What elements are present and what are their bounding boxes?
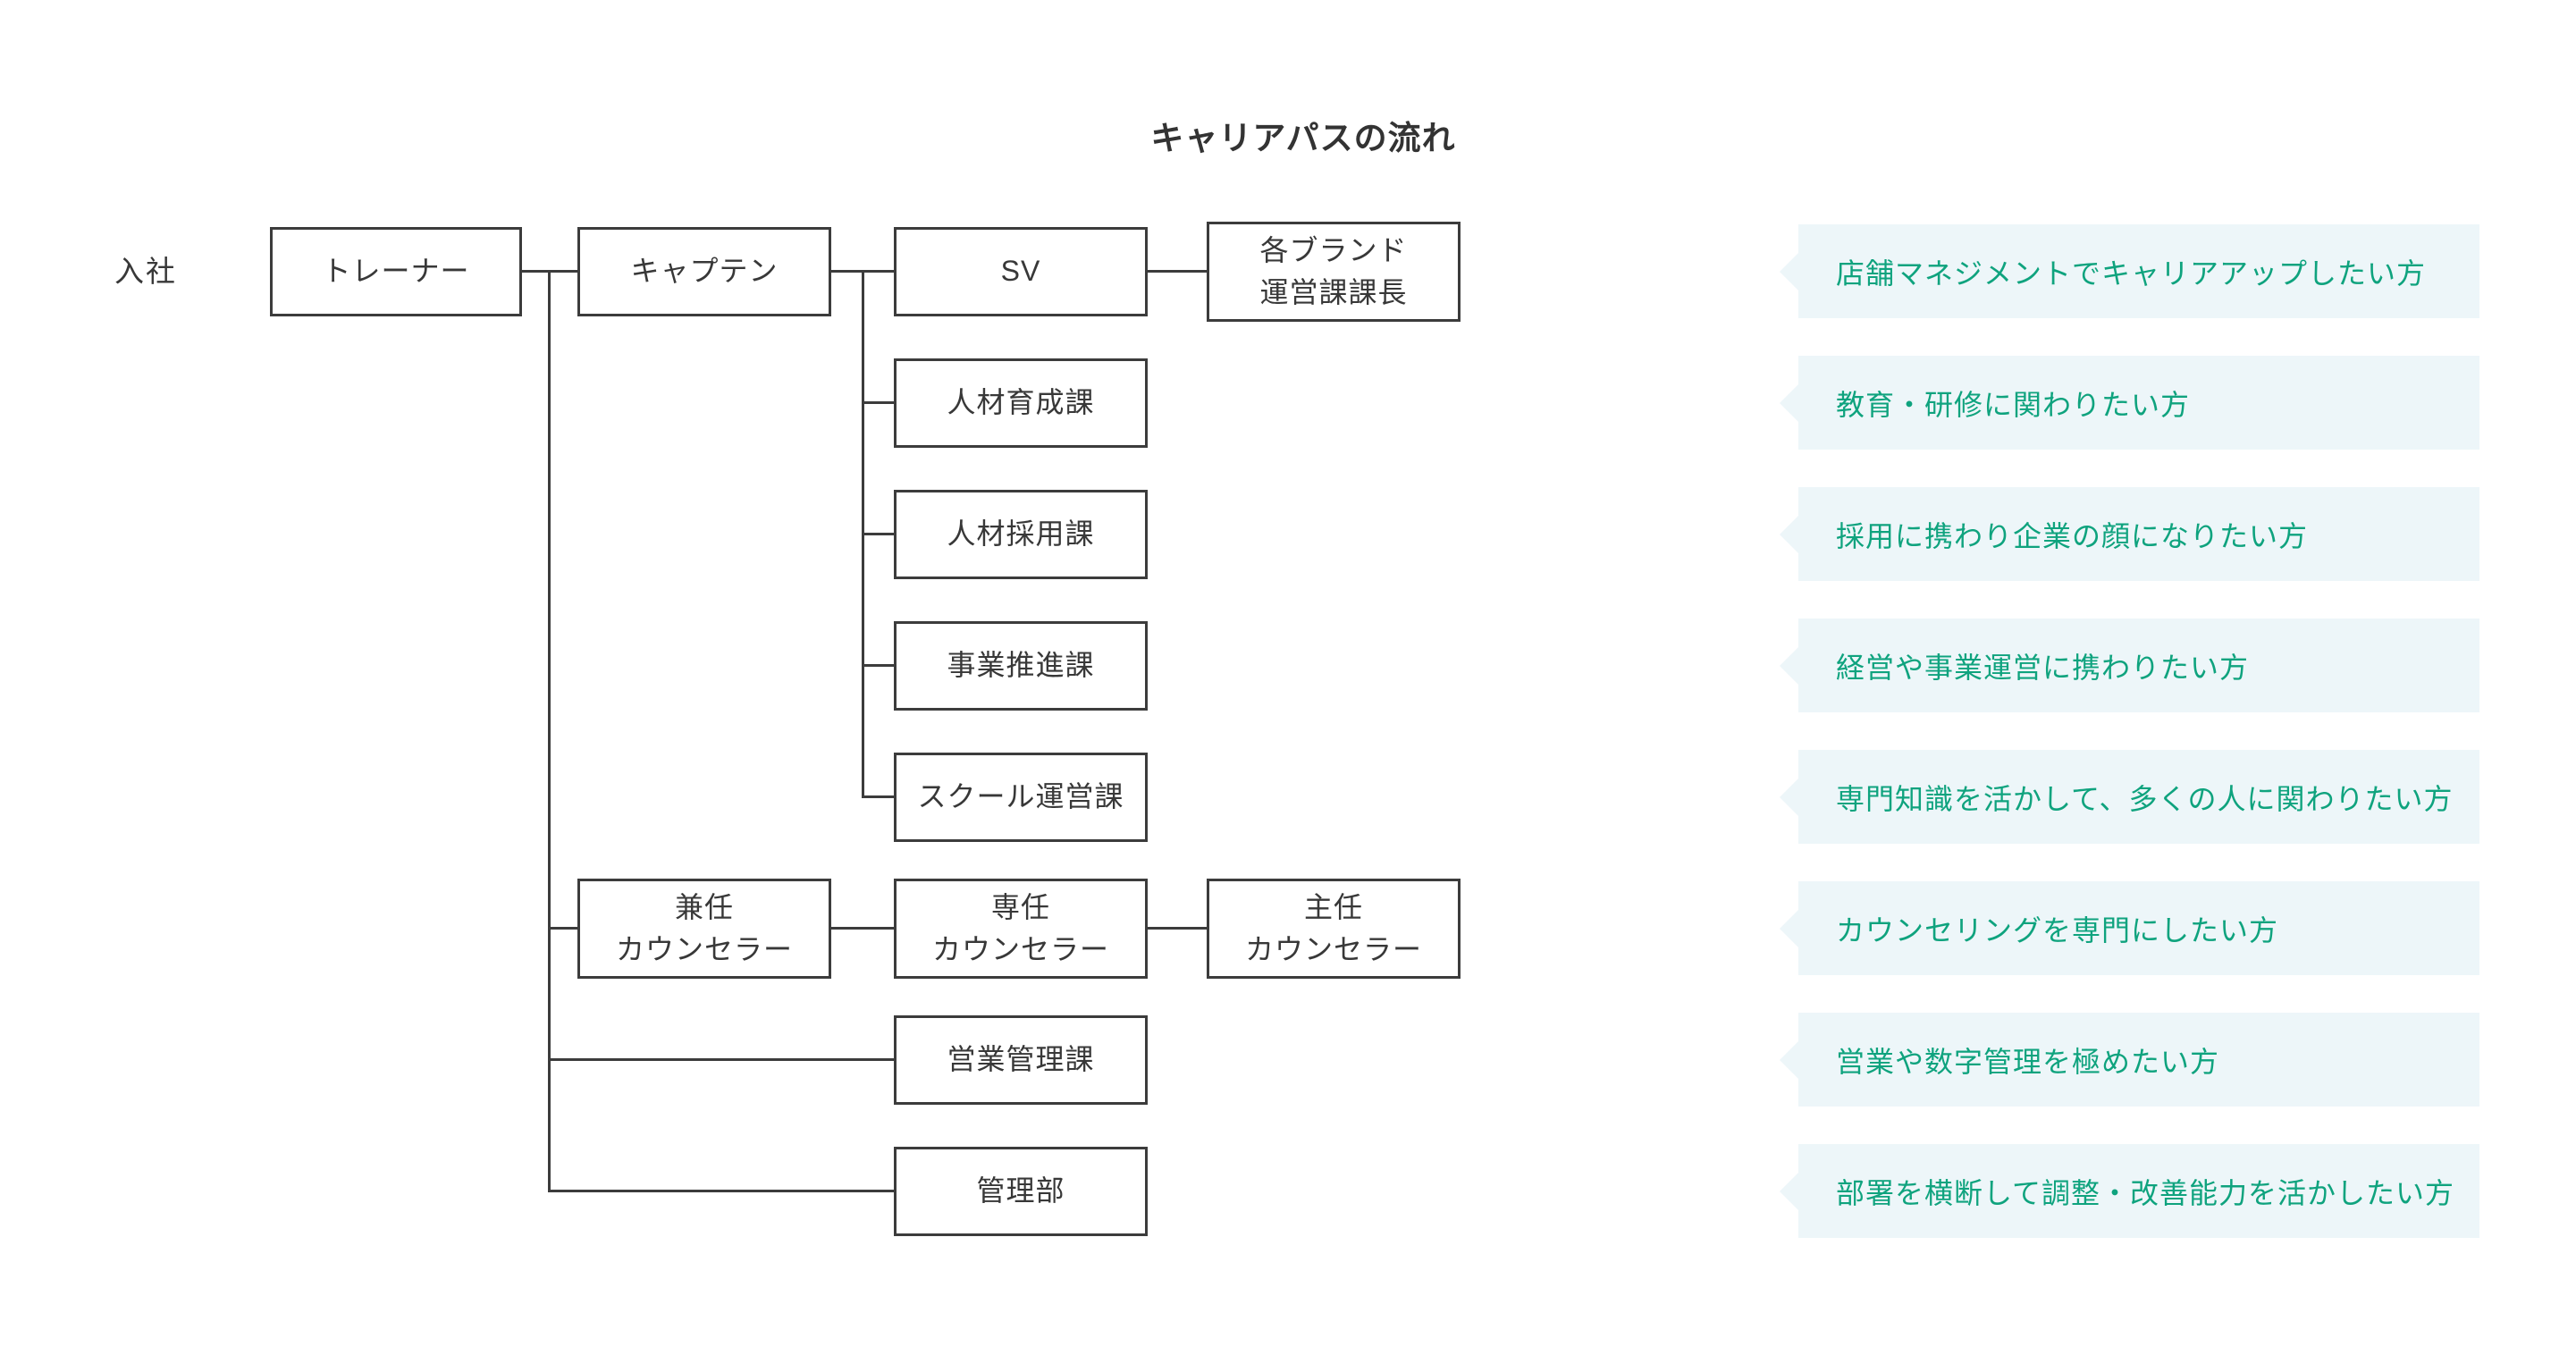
connector-line-horizontal xyxy=(1148,927,1207,930)
box-fulltime-counselor: 専任カウンセラー xyxy=(894,878,1148,979)
box-school-operation-section: スクール運営課 xyxy=(894,752,1148,842)
callout-text: 経営や事業運営に携わりたい方 xyxy=(1836,651,2250,684)
callout-text: 営業や数字管理を極めたい方 xyxy=(1836,1045,2220,1078)
connector-line-horizontal xyxy=(549,1058,894,1061)
box-label: 人材採用課 xyxy=(947,518,1095,551)
box-brand-section-chief: 各ブランド運営課課長 xyxy=(1207,221,1461,322)
box-label: 主任 xyxy=(1303,891,1363,924)
box-sales-management-section: 営業管理課 xyxy=(894,1014,1148,1105)
callout-text: 部署を横断して調整・改善能力を活かしたい方 xyxy=(1836,1176,2455,1209)
box-label: 各ブランド xyxy=(1259,234,1408,267)
connector-line-horizontal xyxy=(863,401,894,404)
callout-item: 専門知識を活かして、多くの人に関わりたい方 xyxy=(1780,750,2479,844)
box-hr-recruiting-section: 人材採用課 xyxy=(894,489,1148,579)
callout-item: 部署を横断して調整・改善能力を活かしたい方 xyxy=(1780,1144,2479,1238)
callout-tail-arrow-icon xyxy=(1780,778,1798,816)
box-label: カウンセラー xyxy=(931,932,1109,965)
box-business-promotion-section: 事業推進課 xyxy=(894,620,1148,711)
callout-tail-arrow-icon xyxy=(1780,1040,1798,1079)
connector-line-vertical xyxy=(547,270,551,1192)
connector-line-horizontal xyxy=(863,533,894,535)
callout-item: 経営や事業運営に携わりたい方 xyxy=(1780,619,2479,712)
callout-tail-arrow-icon xyxy=(1780,515,1798,553)
box-label: SV xyxy=(1000,255,1041,288)
callout-item: 教育・研修に関わりたい方 xyxy=(1780,356,2479,450)
box-administration-department: 管理部 xyxy=(894,1146,1148,1236)
connector-line-horizontal xyxy=(863,795,894,798)
box-label: 運営課課長 xyxy=(1259,275,1408,308)
callout-tail-arrow-icon xyxy=(1780,909,1798,947)
callout-text: 採用に携わり企業の顔になりたい方 xyxy=(1836,519,2309,552)
callout-text: 店舗マネジメントでキャリアアップしたい方 xyxy=(1836,257,2427,290)
connector-line-horizontal xyxy=(863,664,894,667)
callout-text: カウンセリングを専門にしたい方 xyxy=(1836,913,2279,947)
box-hr-training-section: 人材育成課 xyxy=(894,358,1148,448)
callout-text: 専門知識を活かして、多くの人に関わりたい方 xyxy=(1836,782,2454,815)
box-label: 人材育成課 xyxy=(947,386,1095,419)
connector-line-horizontal xyxy=(831,927,894,930)
callout-item: 営業や数字管理を極めたい方 xyxy=(1780,1013,2479,1107)
box-label: カウンセラー xyxy=(1244,932,1422,965)
connector-line-horizontal xyxy=(549,927,577,930)
box-label: 専任 xyxy=(990,891,1050,924)
callout-item: 採用に携わり企業の顔になりたい方 xyxy=(1780,487,2479,581)
box-trainer: トレーナー xyxy=(270,226,522,316)
box-label: スクール運営課 xyxy=(917,780,1124,813)
box-label: 管理部 xyxy=(976,1174,1065,1208)
callout-item: カウンセリングを専門にしたい方 xyxy=(1780,881,2479,975)
callout-tail-arrow-icon xyxy=(1780,1172,1798,1210)
box-sv: SV xyxy=(894,226,1148,316)
box-label: トレーナー xyxy=(322,255,470,288)
callout-tail-arrow-icon xyxy=(1780,252,1798,290)
page-title: キャリアパスの流れ xyxy=(1150,120,1456,156)
connector-line-vertical xyxy=(861,270,864,798)
box-label: キャプテン xyxy=(630,255,779,288)
callout-text: 教育・研修に関わりたい方 xyxy=(1836,388,2191,421)
callout-tail-arrow-icon xyxy=(1780,383,1798,422)
connector-line-horizontal xyxy=(1148,270,1207,273)
box-concurrent-counselor: 兼任カウンセラー xyxy=(577,878,831,979)
connector-line-horizontal xyxy=(549,1190,894,1192)
entry-label: 入社 xyxy=(114,255,177,288)
box-captain: キャプテン xyxy=(577,226,831,316)
box-chief-counselor: 主任カウンセラー xyxy=(1207,878,1461,979)
callout-item: 店舗マネジメントでキャリアアップしたい方 xyxy=(1780,224,2479,318)
callout-tail-arrow-icon xyxy=(1780,646,1798,685)
box-label: 事業推進課 xyxy=(947,649,1095,682)
box-label: 営業管理課 xyxy=(947,1043,1095,1076)
box-label: カウンセラー xyxy=(615,932,793,965)
box-label: 兼任 xyxy=(674,891,734,924)
